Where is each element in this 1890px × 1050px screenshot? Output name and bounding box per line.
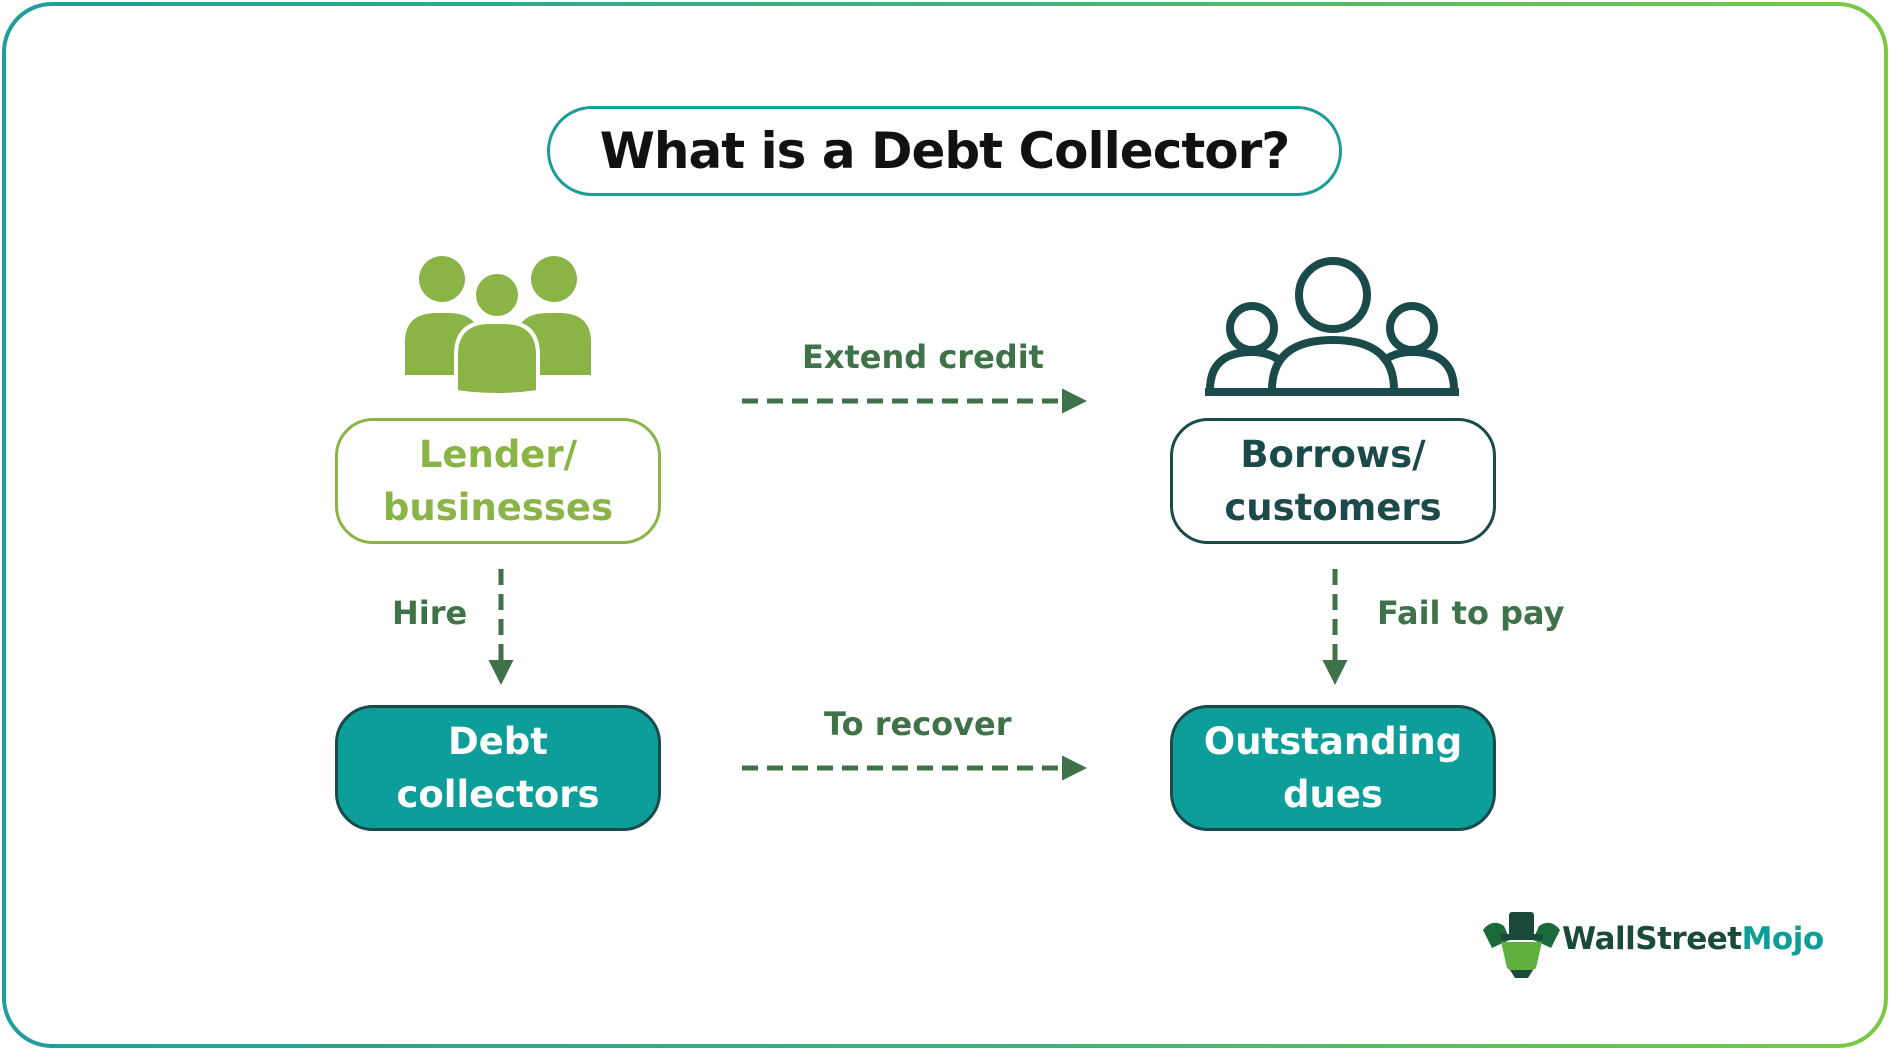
bull-logo-icon — [1483, 912, 1560, 978]
edge-label-hire: Hire — [392, 594, 468, 632]
edge-label-extend-credit: Extend credit — [802, 338, 1044, 376]
people-group-icon — [405, 256, 591, 397]
node-borrowers-customers: Borrows/ customers — [1170, 418, 1496, 544]
edge-label-fail-to-pay: Fail to pay — [1377, 594, 1565, 632]
node-outstanding-dues: Outstanding dues — [1170, 705, 1496, 831]
node-debt-collectors: Debt collectors — [335, 705, 661, 831]
diagram-title: What is a Debt Collector? — [547, 106, 1342, 196]
edge-label-to-recover: To recover — [824, 705, 1012, 743]
logo-word-mojo: Mojo — [1741, 921, 1825, 957]
logo-word-street: Street — [1635, 921, 1742, 957]
people-outline-icon — [1205, 257, 1459, 396]
node-lender-businesses: Lender/ businesses — [335, 418, 661, 544]
brand-logo-text: WallStreetMojo — [1562, 921, 1824, 957]
logo-word-wall: Wall — [1562, 921, 1636, 957]
